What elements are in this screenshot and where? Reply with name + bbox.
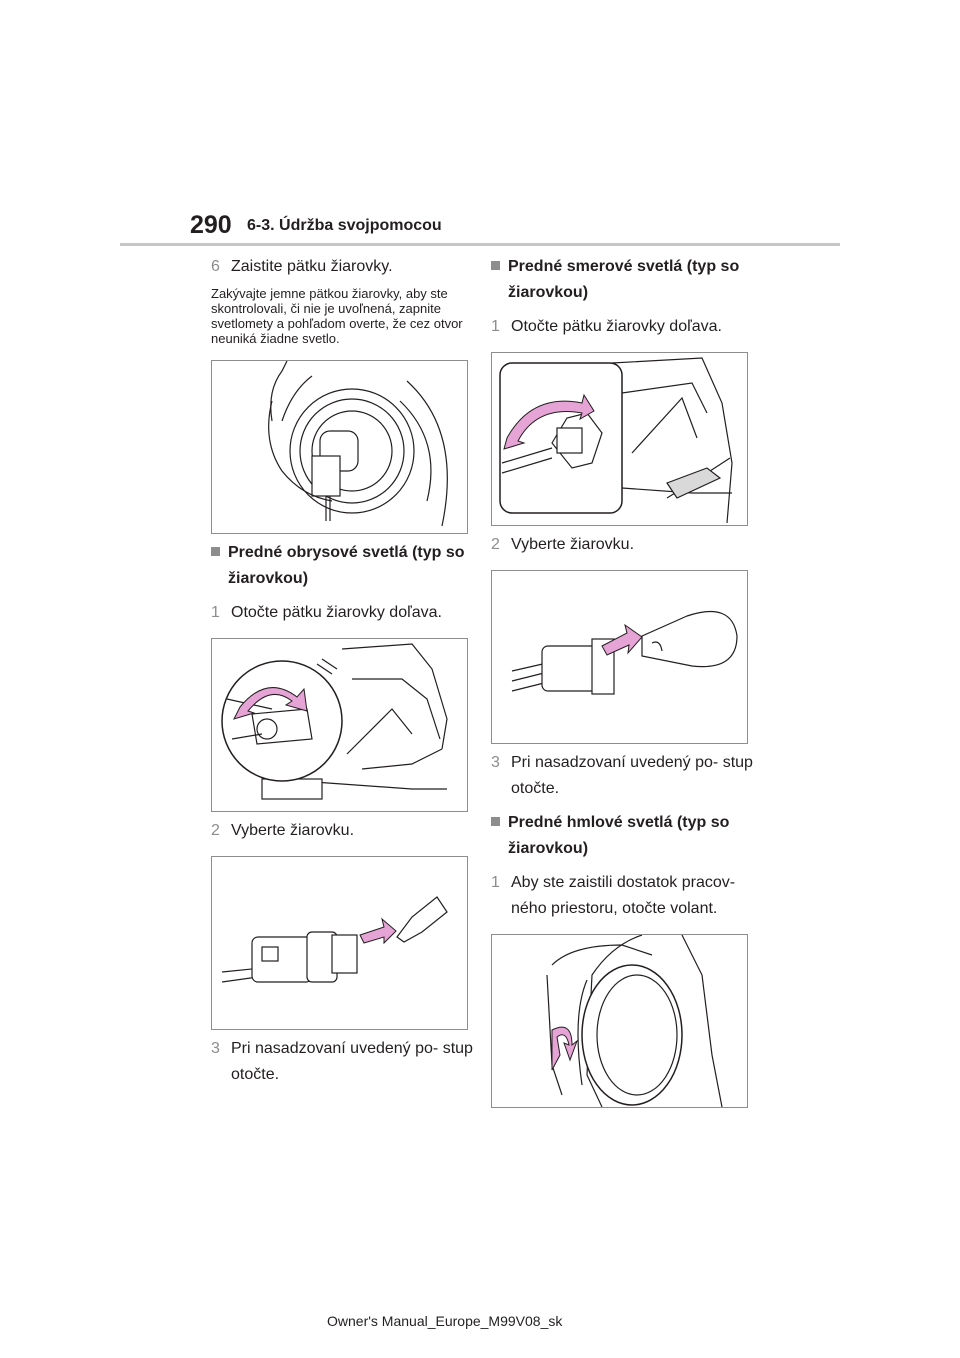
step-number: 1 [211,604,220,621]
right-column: Predné smerové svetlá (typ so žiarovkou)… [491,254,756,1108]
step-2: 2 Vyberte žiarovku. [211,818,476,844]
step-text: Vyberte žiarovku. [231,822,355,839]
left-column: 6 Zaistite pätku žiarovky. Zakývajte jem… [211,254,476,1088]
heading-text: Predné obrysové svetlá (typ so žiarovkou… [228,544,465,587]
heading-square-icon [491,817,500,826]
step-text: Vyberte žiarovku. [511,536,635,553]
illustration-headlight-socket [268,361,448,527]
step-text: Pri nasadzovaní uvedený po- stup otočte. [231,1040,473,1083]
step-1: 1 Otočte pätku žiarovky doľava. [491,314,756,340]
heading-position-lights: Predné obrysové svetlá (typ so žiarovkou… [211,540,476,592]
note-text: Zakývajte jemne pätkou žiarovky, aby ste… [211,286,463,346]
heading-square-icon [211,547,220,556]
step-text: Aby ste zaistili dostatok pracov- ného p… [511,874,736,917]
step-3: 3 Pri nasadzovaní uvedený po- stup otočt… [211,1036,476,1088]
step-text: Otočte pätku žiarovky doľava. [231,604,442,621]
step-1-fog: 1 Aby ste zaistili dostatok pracov- ného… [491,870,756,922]
step-text: Zaistite pätku žiarovky. [231,258,393,275]
page-number: 290 [190,211,232,239]
illustration-turn-signal [499,357,733,524]
illustration-turn-bulb-removal [511,610,738,695]
step-text: Pri nasadzovaní uvedený po- stup otočte. [511,754,753,797]
step-6: 6 Zaistite pätku žiarovky. [211,254,476,280]
step-2: 2 Vyberte žiarovku. [491,532,756,558]
figure-remove-turn-bulb [491,570,748,744]
step-number: 6 [211,258,220,275]
figure-turn-signal-socket [491,352,748,526]
step-1: 1 Otočte pätku žiarovky doľava. [211,600,476,626]
figure-bulb-socket-check [211,360,468,534]
figure-turn-steering-wheel [491,934,748,1108]
heading-text: Predné hmlové svetlá (typ so žiarovkou) [508,814,730,857]
step-3: 3 Pri nasadzovaní uvedený po- stup otočt… [491,750,756,802]
illustration-wheel-turned [546,935,723,1107]
heading-text: Predné smerové svetlá (typ so žiarovkou) [508,258,740,301]
figure-remove-bulb [211,856,468,1030]
heading-fog-lights: Predné hmlové svetlá (typ so žiarovkou) [491,810,756,862]
heading-square-icon [491,261,500,270]
step-text: Otočte pätku žiarovky doľava. [511,318,722,335]
illustration-rotate-socket [221,643,448,800]
step-number: 1 [491,874,500,891]
step-number: 3 [491,754,500,771]
header-rule [120,243,840,246]
step-number: 2 [491,536,500,553]
step-number: 3 [211,1040,220,1057]
illustration-bulb-removal [221,896,448,983]
footer-text: Owner's Manual_Europe_M99V08_sk [327,1313,563,1329]
figure-rotate-socket-left [211,638,468,812]
heading-turn-signals: Predné smerové svetlá (typ so žiarovkou) [491,254,756,306]
step-number: 2 [211,822,220,839]
step-number: 1 [491,318,500,335]
section-title: 6-3. Údržba svojpomocou [247,217,442,234]
